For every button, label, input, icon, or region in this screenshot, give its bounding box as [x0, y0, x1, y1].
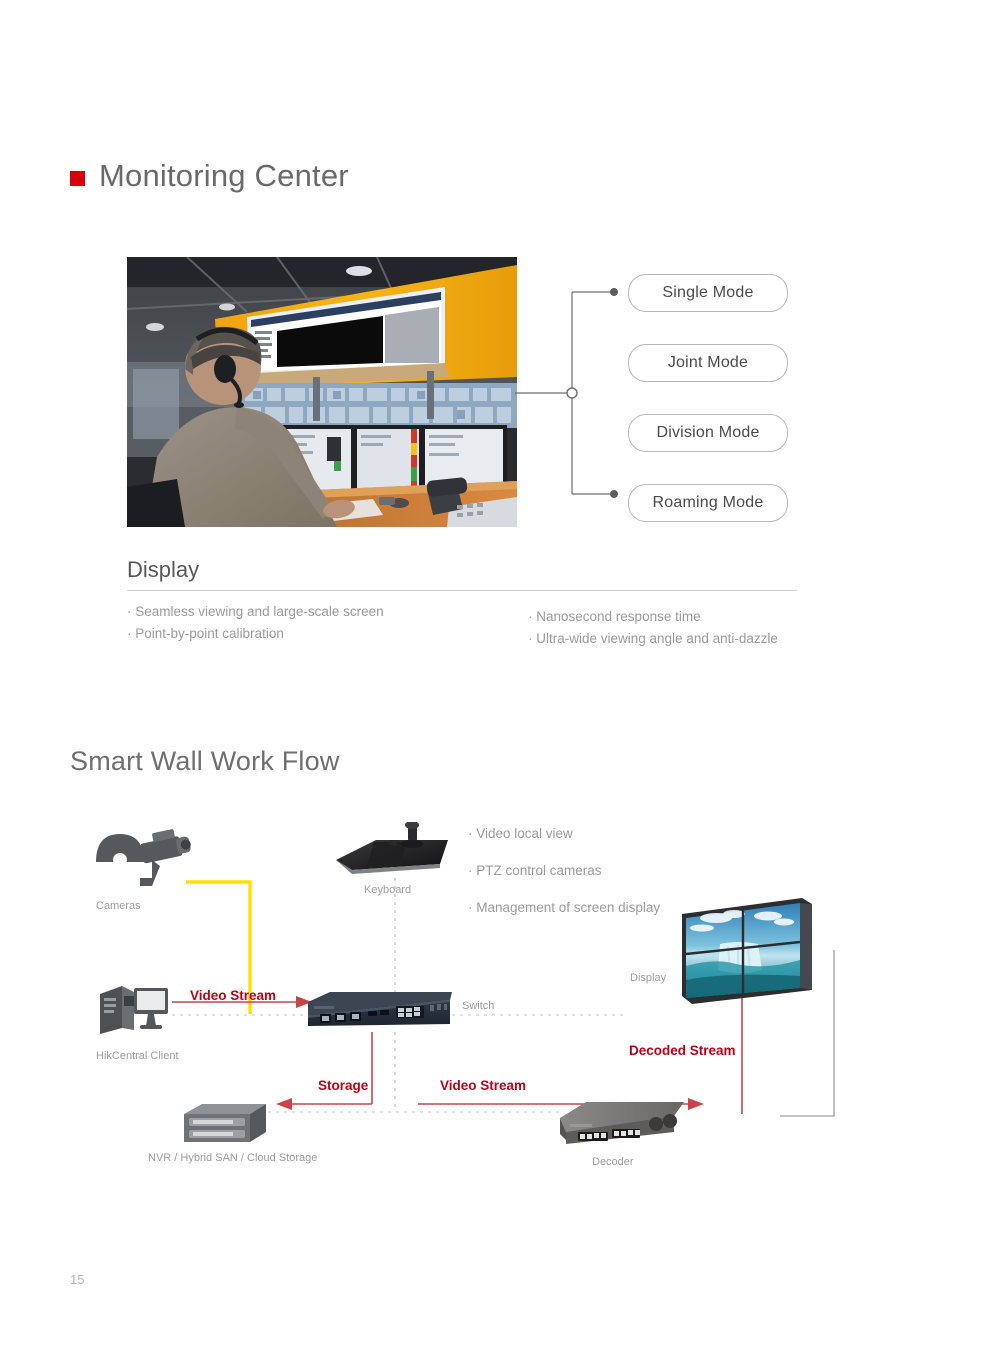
- page-number: 15: [70, 1272, 85, 1287]
- switch-icon: [306, 986, 454, 1037]
- feature-text: Point-by-point calibration: [135, 626, 284, 641]
- display-section-heading: Display: [127, 557, 200, 582]
- keyboard-feature-item: · Video local view: [468, 826, 660, 841]
- client-label: HikCentral Client: [96, 1050, 179, 1062]
- switch-label: Switch: [462, 1000, 495, 1012]
- mode-pill-single[interactable]: Single Mode: [628, 274, 788, 312]
- feature-item: · Nanosecond response time: [528, 606, 778, 628]
- video-wall-icon: [676, 896, 816, 1013]
- feature-item: · Ultra-wide viewing angle and anti-dazz…: [528, 628, 778, 650]
- feature-bullet: ·: [528, 609, 537, 624]
- keyboard-icon: [328, 821, 456, 883]
- storage-label: NVR / Hybrid SAN / Cloud Storage: [148, 1152, 318, 1164]
- feature-bullet: ·: [528, 631, 537, 646]
- feature-bullet: ·: [468, 826, 477, 841]
- mode-pill-division[interactable]: Division Mode: [628, 414, 788, 452]
- display-features-left: · Seamless viewing and large-scale scree…: [127, 601, 384, 645]
- feature-text: Seamless viewing and large-scale screen: [135, 604, 384, 619]
- feature-item: · Seamless viewing and large-scale scree…: [127, 601, 384, 623]
- mode-list: Single Mode Joint Mode Division Mode Roa…: [628, 274, 788, 522]
- feature-text: Video local view: [476, 826, 573, 841]
- feature-bullet: ·: [127, 604, 136, 619]
- page-title-row: Monitoring Center: [70, 158, 349, 194]
- feature-item: · Point-by-point calibration: [127, 623, 384, 645]
- decoded-stream-label: Decoded Stream: [629, 1043, 736, 1058]
- flow-section-heading: Smart Wall Work Flow: [70, 746, 340, 776]
- display-section-divider: [127, 590, 797, 591]
- keyboard-feature-item: · Management of screen display: [468, 900, 660, 915]
- feature-text: PTZ control cameras: [476, 863, 602, 878]
- feature-text: Ultra-wide viewing angle and anti-dazzle: [536, 631, 778, 646]
- control-room-photo: [127, 257, 517, 527]
- feature-bullet: ·: [468, 863, 477, 878]
- title-bullet-icon: [70, 170, 85, 186]
- storage-icon: [180, 1100, 270, 1151]
- decoder-icon: [556, 1096, 688, 1157]
- display-label: Display: [630, 972, 667, 984]
- page-title: Monitoring Center: [99, 158, 349, 193]
- video-stream-right-label: Video Stream: [440, 1078, 527, 1093]
- cameras-label: Cameras: [96, 900, 141, 912]
- keyboard-label: Keyboard: [364, 884, 412, 896]
- keyboard-features: · Video local view · PTZ control cameras…: [468, 826, 660, 915]
- keyboard-feature-item: · PTZ control cameras: [468, 863, 660, 878]
- feature-bullet: ·: [468, 900, 477, 915]
- smart-wall-work-flow-diagram: Cameras Keyboard · Video local view · PT…: [0, 800, 993, 1200]
- mode-pill-roaming[interactable]: Roaming Mode: [628, 484, 788, 522]
- video-stream-left-label: Video Stream: [190, 988, 277, 1003]
- storage-stream-label: Storage: [318, 1078, 369, 1093]
- decoder-label: Decoder: [592, 1156, 634, 1168]
- feature-text: Management of screen display: [476, 900, 661, 915]
- client-pc-icon: [96, 982, 172, 1043]
- mode-connector: [512, 270, 642, 515]
- display-features-right: · Nanosecond response time · Ultra-wide …: [528, 606, 778, 650]
- feature-bullet: ·: [127, 626, 136, 641]
- cameras-icon: [90, 826, 200, 893]
- mode-pill-joint[interactable]: Joint Mode: [628, 344, 788, 382]
- feature-text: Nanosecond response time: [536, 609, 701, 624]
